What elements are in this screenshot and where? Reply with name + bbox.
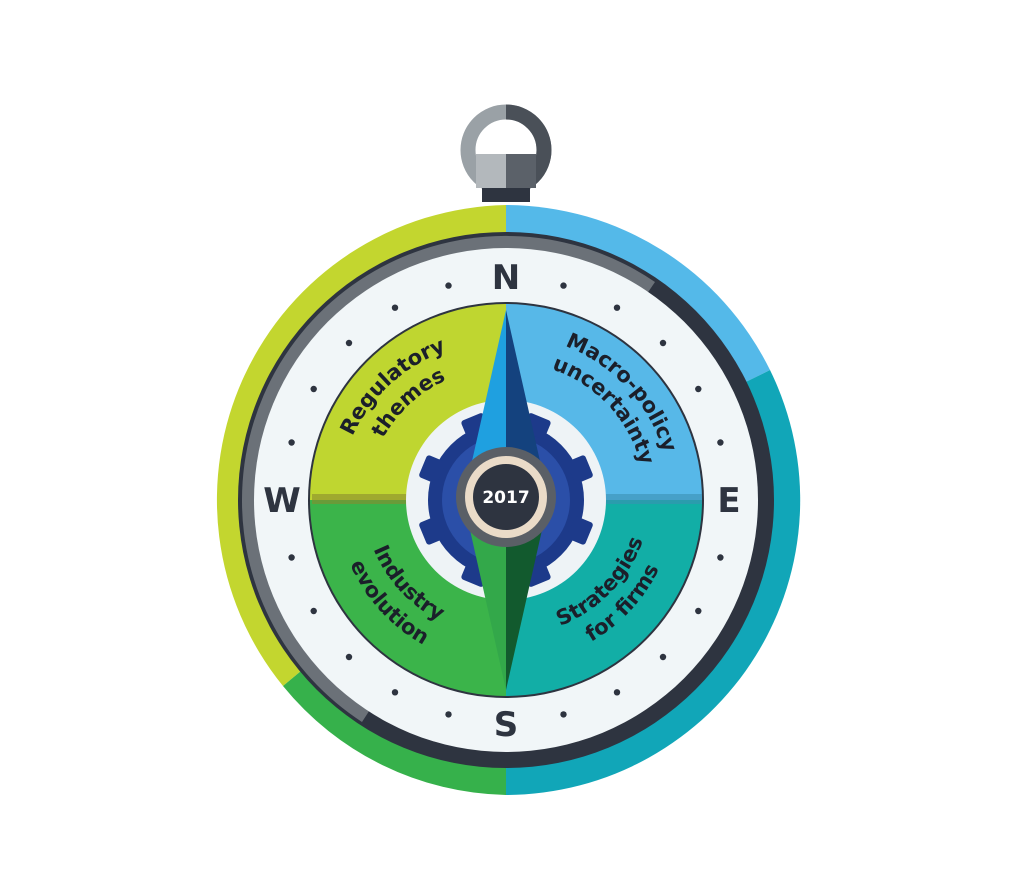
tick-dot	[560, 711, 567, 718]
south-label: S	[494, 705, 519, 745]
north-label: N	[492, 258, 520, 298]
east-label: E	[717, 481, 740, 521]
center-year: 2017	[482, 488, 529, 508]
tick-dot	[717, 439, 724, 446]
tick-dot	[391, 304, 399, 311]
divider-east	[572, 494, 702, 504]
tick-dot	[445, 711, 452, 718]
tick-dot	[659, 339, 667, 347]
tick-dot	[695, 385, 702, 393]
tick-dot	[560, 282, 567, 289]
tick-dots	[288, 282, 724, 718]
tick-dot	[310, 385, 317, 393]
gear-tooth	[419, 516, 446, 545]
gear-tooth	[419, 455, 446, 484]
tick-dot	[345, 653, 353, 661]
gear-tooth	[566, 516, 593, 545]
compass-needle	[470, 310, 542, 690]
tick-dot	[695, 607, 702, 615]
divider-west	[312, 494, 442, 504]
tick-dot	[717, 554, 724, 561]
tick-dot	[391, 689, 399, 696]
tick-dot	[345, 339, 353, 347]
tick-dot	[659, 653, 667, 661]
compass-stem	[476, 154, 536, 202]
tick-dot	[445, 282, 452, 289]
tick-dot	[613, 689, 621, 696]
center-disc	[473, 464, 539, 530]
tick-dot	[310, 607, 317, 615]
tick-dot	[288, 439, 295, 446]
tick-dot	[613, 304, 621, 311]
west-label: W	[263, 481, 301, 521]
tick-dot	[288, 554, 295, 561]
gear-tooth	[566, 455, 593, 484]
